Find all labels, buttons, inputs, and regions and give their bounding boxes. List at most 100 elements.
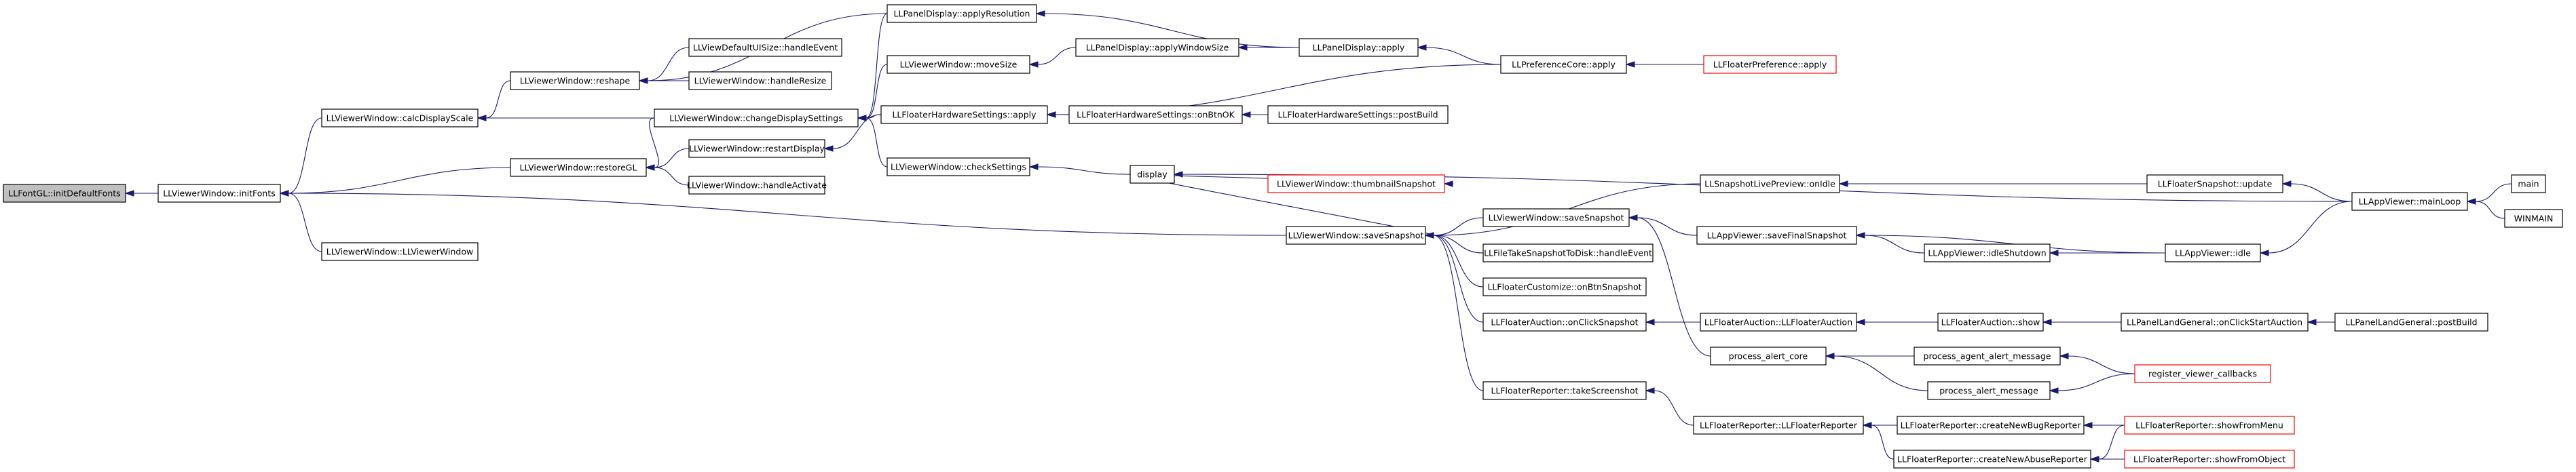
node-llfloaterhardwaresettings-onbtnok[interactable]: LLFloaterHardwareSettings::onBtnOK — [1068, 105, 1243, 124]
node-label: LLFontGL::initDefaultFonts — [8, 189, 120, 199]
edge-arrowhead — [477, 115, 487, 121]
edge-line — [1654, 390, 1694, 426]
edge-n4-to-n1 — [279, 190, 322, 252]
node-label: LLPanelDisplay::applyResolution — [894, 9, 1030, 19]
edge-line — [485, 80, 511, 119]
node-llviewerwindow-restartdisplay[interactable]: LLViewerWindow::restartDisplay — [688, 139, 825, 158]
node-display[interactable]: display — [1130, 165, 1175, 184]
node-llviewdefaultuisize-handleevent[interactable]: LLViewDefaultUISize::handleEvent — [688, 38, 842, 57]
node-llviewerwindow-calcdisplayscale[interactable]: LLViewerWindow::calcDisplayScale — [321, 109, 479, 127]
node-label: LLFloaterCustomize::onBtnSnapshot — [1487, 282, 1641, 292]
edge-n21-to-n14 — [1028, 163, 1131, 175]
node-llfloaterauction-onclicksnapshot[interactable]: LLFloaterAuction::onClickSnapshot — [1482, 313, 1647, 332]
edge-arrowhead — [1035, 10, 1045, 17]
edge-line — [1037, 166, 1131, 175]
node-llpanellandgeneral-postbuild[interactable]: LLPanelLandGeneral::postBuild — [2334, 313, 2488, 332]
edge-line — [2268, 201, 2353, 254]
edge-n8-to-n3 — [645, 164, 690, 186]
node-llviewerwindow-movesize[interactable]: LLViewerWindow::moveSize — [886, 55, 1030, 74]
node-label: LLViewerWindow::initFonts — [163, 189, 276, 199]
node-llviewerwindow-handleactivate[interactable]: LLViewerWindow::handleActivate — [687, 176, 827, 195]
node-llfloaterauction-show[interactable]: LLFloaterAuction::show — [1937, 313, 2044, 332]
edge-arrowhead — [1645, 319, 1655, 326]
edge-arrowhead — [1862, 422, 1872, 429]
edge-arrowhead — [1028, 163, 1039, 170]
node-llappviewer-mainloop[interactable]: LLAppViewer::mainLoop — [2351, 192, 2468, 211]
edge-arrowhead — [2089, 456, 2099, 463]
edge-line — [2475, 201, 2505, 219]
node-llpaneldisplay-apply[interactable]: LLPanelDisplay::apply — [1299, 38, 1419, 57]
node-llviewerwindow-handleresize[interactable]: LLViewerWindow::handleResize — [688, 71, 832, 90]
node-llfontgl-initdefaultfonts[interactable]: LLFontGL::initDefaultFonts — [3, 184, 126, 203]
node-process-alert-message[interactable]: process_alert_message — [1927, 381, 2051, 400]
edge-arrowhead — [1237, 44, 1248, 51]
node-llpanellandgeneral-onclickstartauction[interactable]: LLPanelLandGeneral::onClickStartAuction — [2121, 313, 2309, 332]
node-llviewerwindow-reshape[interactable]: LLViewerWindow::reshape — [510, 71, 640, 90]
edge-n47-to-n45 — [1862, 422, 1894, 460]
edge-arrowhead — [2466, 198, 2476, 205]
node-label: LLFloaterPreference::apply — [1713, 60, 1827, 70]
edge-arrowhead — [645, 164, 655, 171]
edge-line — [1425, 47, 1501, 65]
node-llviewerwindow-thumbnailsnapshot[interactable]: LLViewerWindow::thumbnailSnapshot — [1267, 174, 1445, 193]
edge-line — [654, 148, 690, 168]
node-llviewerwindow-savesnapshot-2[interactable]: LLViewerWindow::saveSnapshot — [1482, 208, 1630, 227]
node-llsnapshotlivepreview-onidle[interactable]: LLSnapshotLivePreview::onIdle — [1700, 174, 1840, 193]
edge-line — [2098, 425, 2125, 460]
node-llappviewer-idle[interactable]: LLAppViewer::idle — [2165, 243, 2261, 262]
edge-line — [1433, 235, 1484, 288]
node-llfloatercustomize-onbtnsnapshot[interactable]: LLFloaterCustomize::onBtnSnapshot — [1482, 277, 1647, 296]
edge-arrowhead — [2259, 250, 2269, 256]
node-llfloaterreporter-showfrommenu[interactable]: LLFloaterReporter::showFromMenu — [2124, 416, 2295, 435]
node-main[interactable]: main — [2511, 174, 2546, 193]
edge-n44-to-n42 — [2059, 353, 2135, 374]
node-label: LLFloaterReporter::LLFloaterReporter — [1700, 420, 1858, 431]
node-llfloaterreporter-llfloaterreporter[interactable]: LLFloaterReporter::LLFloaterReporter — [1693, 416, 1864, 435]
node-label: LLViewerWindow::restartDisplay — [689, 144, 825, 154]
node-llfloaterhardwaresettings-apply[interactable]: LLFloaterHardwareSettings::apply — [880, 105, 1048, 124]
node-label: LLViewerWindow::handleActivate — [687, 180, 827, 191]
edge-arrowhead — [2042, 319, 2052, 326]
edge-arrowhead — [1645, 387, 1655, 394]
node-llfloaterreporter-createnewabusereporter[interactable]: LLFloaterReporter::createNewAbuseReporte… — [1893, 450, 2091, 469]
edge-arrowhead — [2281, 180, 2292, 187]
edge-arrowhead — [2049, 387, 2059, 394]
node-llfloaterreporter-takescreenshot[interactable]: LLFloaterReporter::takeScreenshot — [1482, 381, 1647, 400]
node-label: LLFloaterReporter::createNewAbuseReporte… — [1897, 454, 2088, 465]
edge-n14-to-n6 — [857, 115, 888, 168]
node-label: LLFloaterReporter::showFromMenu — [2135, 420, 2283, 431]
edge-arrowhead — [1417, 44, 1427, 51]
node-llappviewer-idleshutdown[interactable]: LLAppViewer::idleShutdown — [1924, 243, 2051, 262]
node-llviewerwindow-llviewerwindow[interactable]: LLViewerWindow::LLViewerWindow — [321, 242, 479, 261]
node-llappviewer-savefinalsnapshot[interactable]: LLAppViewer::saveFinalSnapshot — [1696, 226, 1857, 245]
node-llviewerwindow-initfonts[interactable]: LLViewerWindow::initFonts — [157, 184, 281, 203]
edge-n41-to-n26 — [1628, 214, 1711, 357]
node-llfloaterhardwaresettings-postbuild[interactable]: LLFloaterHardwareSettings::postBuild — [1267, 105, 1449, 124]
node-llpaneldisplay-applyresolution[interactable]: LLPanelDisplay::applyResolution — [886, 4, 1037, 23]
edge-line — [1433, 235, 1484, 254]
node-process-alert-core[interactable]: process_alert_core — [1710, 347, 1827, 366]
node-llfloaterpreference-apply[interactable]: LLFloaterPreference::apply — [1703, 55, 1837, 74]
edge-n2-to-n1 — [279, 117, 322, 197]
node-register-viewer-callbacks[interactable]: register_viewer_callbacks — [2134, 364, 2271, 383]
node-llviewerwindow-restoregl[interactable]: LLViewerWindow::restoreGL — [510, 158, 647, 177]
node-llfloaterauction-llfloaterauction[interactable]: LLFloaterAuction::LLFloaterAuction — [1700, 313, 1857, 332]
node-llpreferencecore-apply[interactable]: LLPreferenceCore::apply — [1500, 55, 1627, 74]
node-llfloaterreporter-showfromobject[interactable]: LLFloaterReporter::showFromObject — [2124, 450, 2295, 469]
edge-arrowhead — [2307, 319, 2317, 326]
node-llviewerwindow-checksettings[interactable]: LLViewerWindow::checkSettings — [886, 157, 1030, 176]
edge-arrowhead — [1443, 180, 1453, 187]
node-llviewerwindow-savesnapshot[interactable]: LLViewerWindow::saveSnapshot — [1286, 226, 1426, 245]
edge-n5-to-n2 — [477, 80, 511, 121]
node-llviewerwindow-changedisplaysettings[interactable]: LLViewerWindow::changeDisplaySettings — [654, 109, 859, 127]
node-llfiletakesnapshottodisk-handleevent[interactable]: LLFileTakeSnapshotToDisk::handleEvent — [1482, 243, 1654, 262]
node-process-agent-alert-message[interactable]: process_agent_alert_message — [1914, 347, 2061, 366]
node-llfloaterreporter-createnewbugreporter[interactable]: LLFloaterReporter::createNewBugReporter — [1897, 416, 2085, 435]
node-llpaneldisplay-applywindowsize[interactable]: LLPanelDisplay::applyWindowSize — [1075, 38, 1239, 57]
node-label: LLFloaterAuction::onClickSnapshot — [1491, 317, 1638, 328]
node-llfloatersnapshot-update[interactable]: LLFloaterSnapshot::update — [2146, 174, 2283, 193]
node-winmain[interactable]: WINMAIN — [2504, 209, 2563, 228]
edge-n16-to-n15 — [1237, 44, 1299, 51]
edge-line — [1433, 235, 1484, 323]
edge-n37-to-n29 — [1645, 319, 1701, 326]
